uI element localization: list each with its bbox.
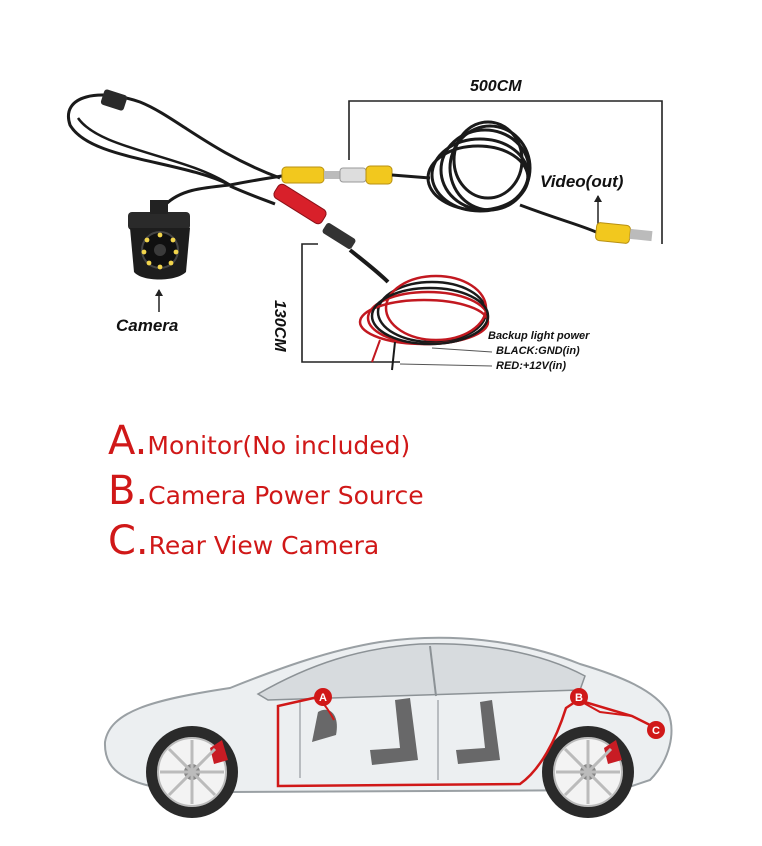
power-wire-coil — [358, 274, 490, 346]
car-windows — [256, 643, 586, 701]
legend-item-c: C.Rear View Camera — [108, 518, 379, 564]
camera-device — [128, 200, 190, 280]
marker-c-letter: C — [652, 725, 660, 737]
video-cable-coil — [426, 120, 532, 213]
camera-label: Camera — [116, 316, 179, 335]
rca-red-power — [273, 183, 327, 225]
legend-text: Rear View Camera — [148, 531, 380, 560]
marker-c: C — [647, 721, 665, 739]
marker-b: B — [570, 688, 588, 706]
marker-a: A — [314, 688, 332, 706]
black-wire-pointer — [431, 347, 493, 353]
backup-light-power-label: Backup light power — [488, 330, 590, 342]
legend-text: Camera Power Source — [148, 481, 424, 510]
legend-item-b: B.Camera Power Source — [108, 468, 424, 514]
cable-top-loop — [66, 93, 281, 187]
dimension-bracket-500cm — [348, 100, 663, 244]
legend-text: Monitor(No included) — [147, 431, 411, 460]
red-wire-pointer — [399, 363, 493, 367]
legend-letter: A. — [108, 418, 148, 464]
rca-yellow-out — [595, 222, 631, 244]
marker-b-letter: B — [575, 692, 583, 704]
red-wire-label: RED:+12V(in) — [496, 360, 566, 372]
rear-wheel — [542, 726, 634, 818]
legend-letter: C. — [108, 518, 149, 564]
legend-item-a: A.Monitor(No included) — [108, 418, 410, 464]
black-wire-label: BLACK:GND(in) — [496, 345, 580, 357]
car-seats — [312, 698, 500, 765]
front-wheel — [146, 726, 238, 818]
dimension-bracket-130cm — [301, 243, 400, 363]
wiring-route — [276, 695, 657, 788]
legend-letter: B. — [108, 468, 149, 514]
length-label-500cm: 500CM — [470, 78, 522, 95]
cable-junction — [100, 89, 128, 111]
video-out-label: Video(out) — [540, 172, 624, 191]
marker-a-letter: A — [319, 692, 327, 704]
